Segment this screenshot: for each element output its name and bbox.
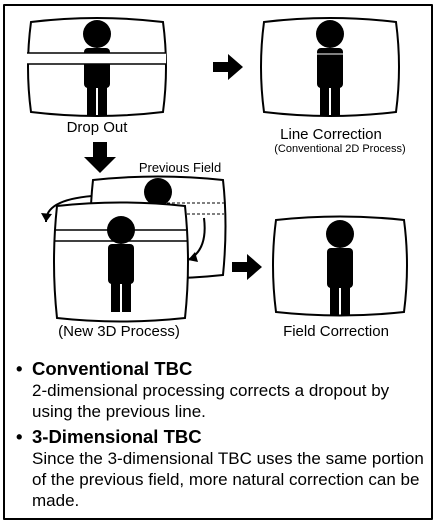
bullet-title-3d: • 3-Dimensional TBC [16,426,426,448]
caption-new-3d-process: (New 3D Process) [58,323,180,340]
bullet-body-conventional: 2-dimensional processing corrects a drop… [32,381,390,421]
bullet-title-text: 3-Dimensional TBC [32,426,202,447]
new-3d-screen [53,201,189,323]
line-correction-screen [260,17,400,117]
down-arrow-icon [84,142,116,173]
bullet-marker: • [16,426,23,447]
caption-field-correction: Field Correction [283,323,389,340]
bullet-body-3d: Since the 3-dimensional TBC uses the sam… [32,449,424,510]
dropout-screen [27,17,167,117]
curved-arrow-left-head [41,213,52,222]
caption-previous-field: Previous Field [138,160,222,175]
bullet-title-text: Conventional TBC [32,358,193,379]
bullet-marker: • [16,358,23,379]
caption-line-correction: Line Correction [280,126,382,143]
caption-line-correction-sub: (Conventional 2D Process) [274,143,406,155]
curved-arrow-right-head [188,252,198,262]
caption-drop-out: Drop Out [66,119,128,136]
explanation-list: • Conventional TBC 2-dimensional process… [16,358,426,515]
field-correction-screen [272,215,408,317]
right-arrow-icon [232,254,262,280]
frame-border [3,4,433,520]
bullet-title-conventional: • Conventional TBC [16,358,426,380]
right-arrow-icon [213,54,243,80]
